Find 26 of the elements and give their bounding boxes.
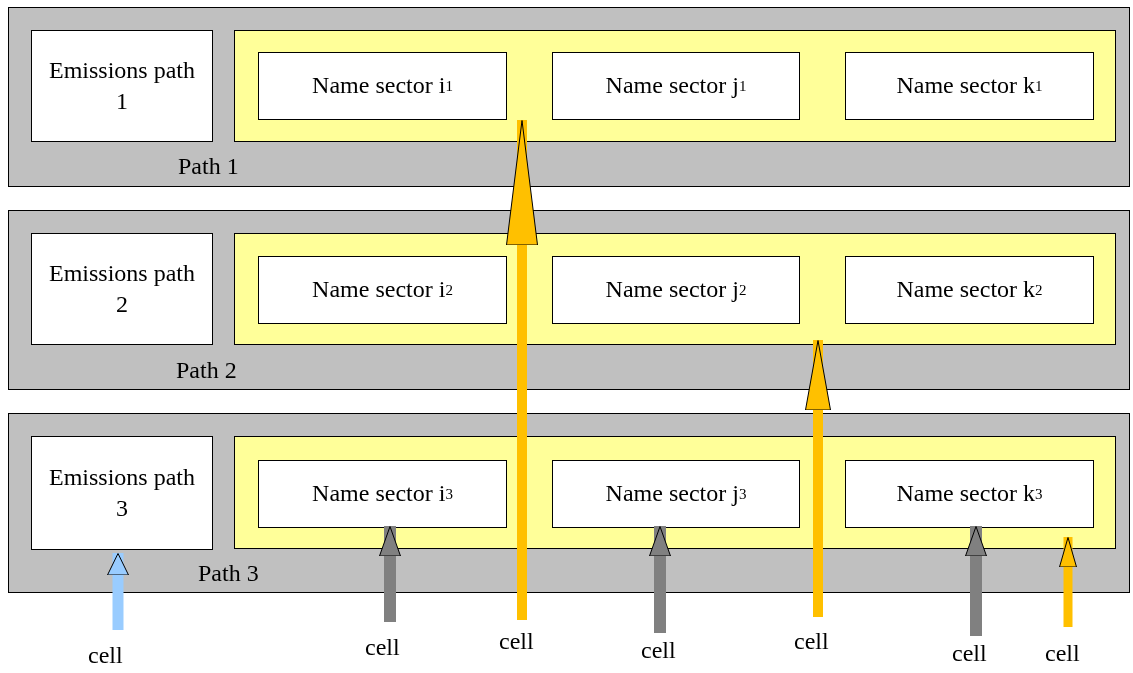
block-arrow bbox=[107, 553, 129, 630]
block-arrow bbox=[649, 526, 671, 633]
block-arrow bbox=[506, 120, 538, 620]
emissions-box: Emissions path 2 bbox=[31, 233, 213, 345]
emissions-box: Emissions path 1 bbox=[31, 30, 213, 142]
path-band bbox=[8, 413, 1130, 593]
cell-label: cell bbox=[1045, 640, 1080, 667]
cell-label: cell bbox=[365, 634, 400, 661]
path-band bbox=[8, 210, 1130, 390]
path-band bbox=[8, 7, 1130, 187]
cell-label: cell bbox=[952, 640, 987, 667]
sector-panel bbox=[234, 30, 1116, 142]
block-arrow bbox=[379, 526, 401, 622]
cell-label: cell bbox=[88, 642, 123, 669]
block-arrow bbox=[965, 526, 987, 636]
cell-label: cell bbox=[499, 628, 534, 655]
block-arrow bbox=[1059, 537, 1077, 627]
path-label: Path 2 bbox=[176, 357, 237, 384]
path-label: Path 1 bbox=[178, 153, 239, 180]
emissions-box: Emissions path 3 bbox=[31, 436, 213, 550]
cell-label: cell bbox=[641, 637, 676, 664]
path-label: Path 3 bbox=[198, 560, 259, 587]
sector-panel bbox=[234, 436, 1116, 549]
block-arrow bbox=[805, 340, 831, 617]
cell-label: cell bbox=[794, 628, 829, 655]
sector-panel bbox=[234, 233, 1116, 345]
